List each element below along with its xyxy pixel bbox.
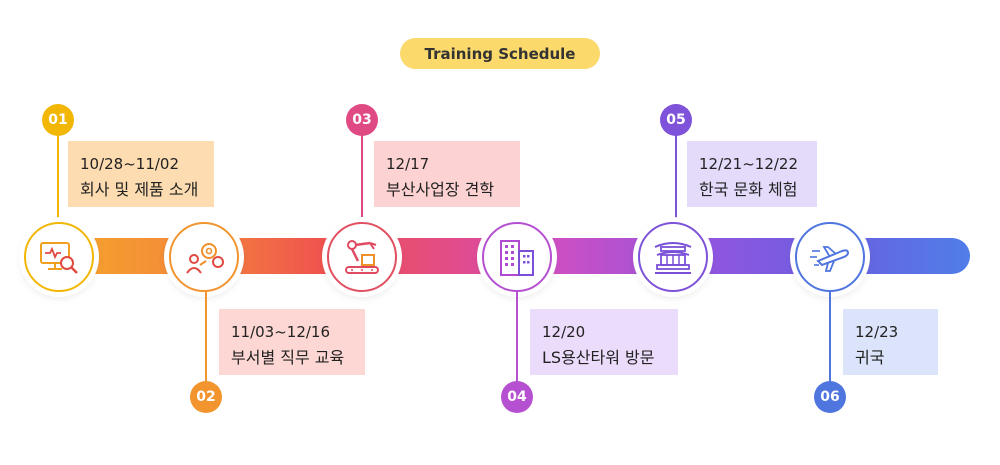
korean-palace-icon <box>654 242 692 274</box>
step-date-04: 12/20 <box>542 323 586 341</box>
robot-arm-icon <box>345 240 379 274</box>
step-label-02: 부서별 직무 교육 <box>231 348 345 367</box>
airplane-icon <box>810 246 850 272</box>
connector-line-03 <box>361 120 363 230</box>
step-date-02: 11/03~12/16 <box>231 323 331 341</box>
step-node-03 <box>327 222 397 292</box>
step-card-05: 12/21~12/22 한국 문화 체험 <box>687 141 817 207</box>
step-node-06 <box>795 222 865 292</box>
step-node-05 <box>638 222 708 292</box>
step-label-05: 한국 문화 체험 <box>699 180 798 199</box>
step-number-04: 04 <box>501 381 533 413</box>
step-date-03: 12/17 <box>386 155 430 173</box>
step-number-01: 01 <box>42 104 74 136</box>
step-card-04: 12/20 LS용산타워 방문 <box>530 309 678 375</box>
step-label-03: 부산사업장 견학 <box>386 180 495 199</box>
step-node-01 <box>24 222 94 292</box>
connector-line-04 <box>516 290 518 392</box>
step-card-02: 11/03~12/16 부서별 직무 교육 <box>219 309 365 375</box>
step-number-06: 06 <box>814 381 846 413</box>
connector-line-05 <box>675 120 677 230</box>
step-number-05: 05 <box>660 104 692 136</box>
step-number-03: 03 <box>346 104 378 136</box>
schedule-title: Training Schedule <box>400 38 600 69</box>
connector-line-02 <box>205 290 207 392</box>
monitor-search-icon <box>40 242 78 274</box>
step-label-01: 회사 및 제품 소개 <box>80 180 199 199</box>
step-node-02 <box>169 222 239 292</box>
step-node-04 <box>482 222 552 292</box>
building-icon <box>500 240 534 276</box>
gears-person-icon <box>186 243 224 274</box>
step-card-01: 10/28~11/02 회사 및 제품 소개 <box>68 141 214 207</box>
connector-line-01 <box>57 120 59 230</box>
step-card-03: 12/17 부산사업장 견학 <box>374 141 520 207</box>
step-number-02: 02 <box>190 381 222 413</box>
connector-line-06 <box>829 290 831 392</box>
step-date-01: 10/28~11/02 <box>80 155 180 173</box>
step-date-06: 12/23 <box>855 323 899 341</box>
step-label-06: 귀국 <box>855 348 885 367</box>
step-date-05: 12/21~12/22 <box>699 155 799 173</box>
step-label-04: LS용산타워 방문 <box>542 348 655 367</box>
step-card-06: 12/23 귀국 <box>843 309 938 375</box>
